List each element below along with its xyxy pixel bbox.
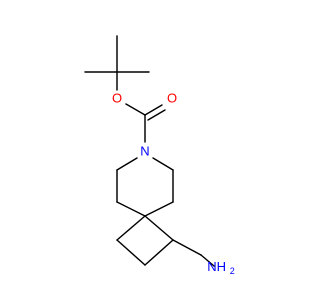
ring-nitrogen-label: N	[140, 143, 149, 158]
ester-oxygen-label: O	[112, 90, 122, 105]
amine-nh-label: NH	[207, 259, 226, 274]
bond-cyclobutane-to-methylene	[172, 239, 202, 256]
bond-left-ring-to-spiro	[116, 201, 146, 217]
bond-cyclobutane-bottom-right	[144, 239, 174, 266]
amine-label: NH 2	[207, 259, 234, 276]
bond-spiro-to-cyclobutane-left	[116, 215, 146, 241]
bond-carbonyl-double-b	[147, 109, 166, 121]
bond-methylene-to-nh2	[200, 254, 215, 267]
chemical-structure-diagram: O O N NH 2	[84, 35, 235, 276]
bond-ester-oxygen-to-carbonyl	[125, 103, 146, 116]
bond-cyclobutane-right-to-spiro	[144, 215, 174, 241]
bond-right-ring-to-spiro	[144, 201, 174, 217]
carbonyl-oxygen-label: O	[167, 90, 177, 105]
bond-cyclobutane-left-bottom	[116, 239, 146, 266]
bond-nitrogen-to-left-ring	[116, 157, 138, 171]
bond-carbonyl-double-a	[144, 104, 163, 116]
bond-nitrogen-to-right-ring	[152, 157, 174, 171]
amine-subscript-label: 2	[230, 266, 235, 276]
